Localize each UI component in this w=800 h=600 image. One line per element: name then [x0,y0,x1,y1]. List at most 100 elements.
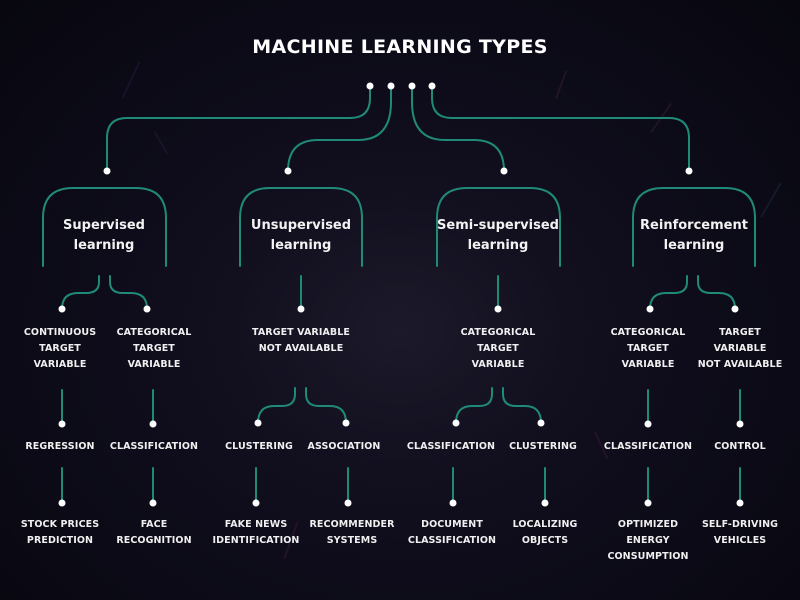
box-semi-supervised [436,187,561,267]
node-dot [685,167,693,175]
node-dot [731,305,739,313]
fork-unsupervised-left [257,387,296,424]
connector-root-semi [411,85,505,172]
node-dot [646,305,654,313]
example-face-recognition: FACE RECOGNITION [99,517,209,549]
box-reinforcement [632,187,756,267]
node-dot [494,305,502,313]
label-line: SELF-DRIVING [701,519,779,530]
task-reinf-classification: CLASSIFICATION [603,441,693,452]
node-dot [58,305,66,313]
task-classification: CLASSIFICATION [109,441,199,452]
diagram-title: MACHINE LEARNING TYPES [252,36,548,58]
label-line: ENERGY [626,535,670,546]
label-line: FACE [140,519,168,530]
node-dot [342,419,350,427]
connector-root-reinforcement [431,85,690,172]
node-dot [541,499,549,507]
label-line: NOT AVAILABLE [697,359,783,370]
label-line: OPTIMIZED [617,519,679,530]
node-dot [387,82,395,90]
label-line: TARGET [627,343,669,354]
example-document-classification: DOCUMENT CLASSIFICATION [397,517,507,549]
node-dot [58,420,66,428]
node-dot [297,305,305,313]
fork-reinforcement-left [649,275,688,310]
label-line: CLASSIFICATION [407,535,497,546]
label-reinf-categorical-target: CATEGORICAL TARGET VARIABLE [593,325,703,373]
connector-root-unsupervised [287,85,392,172]
label-line: VARIABLE [33,359,87,370]
label-line: VARIABLE [471,359,525,370]
label-line: SYSTEMS [326,535,378,546]
task-clustering: CLUSTERING [225,441,293,452]
label-continuous-target: CONTINUOUS TARGET VARIABLE [5,325,115,373]
node-dot [644,499,652,507]
task-semi-classification: CLASSIFICATION [406,441,496,452]
label-semi-categorical-target: CATEGORICAL TARGET VARIABLE [443,325,553,373]
label-line: Supervised [63,218,145,233]
example-localizing-objects: LOCALIZING OBJECTS [490,517,600,549]
category-semi-supervised: Semi-supervised learning [433,216,563,256]
category-supervised: Supervised learning [39,216,169,256]
label-line: DOCUMENT [421,519,483,530]
node-dot [149,420,157,428]
label-line: VARIABLE [127,359,181,370]
task-control: CONTROL [714,441,766,452]
label-line: FAKE NEWS [224,519,288,530]
label-line: NOT AVAILABLE [258,343,344,354]
label-line: learning [663,238,725,253]
label-line: TARGET [477,343,519,354]
box-supervised [42,187,167,267]
example-self-driving-vehicles: SELF-DRIVING VEHICLES [685,517,795,549]
label-line: OBJECTS [521,535,569,546]
label-line: CONSUMPTION [607,551,689,562]
connector-root-supervised [106,85,371,172]
example-optimized-energy-consumption: OPTIMIZED ENERGY CONSUMPTION [593,517,703,565]
category-unsupervised: Unsupervised learning [236,216,366,256]
label-line: CATEGORICAL [610,327,686,338]
box-unsupervised [239,187,363,267]
example-recommender-systems: RECOMMENDER SYSTEMS [297,517,407,549]
label-line: VARIABLE [713,343,767,354]
node-dot [149,499,157,507]
category-reinforcement: Reinforcement learning [629,216,759,256]
label-line: CONTINUOUS [23,327,97,338]
fork-reinforcement-right [697,275,736,310]
fork-supervised-right [109,275,148,310]
label-line: RECOMMENDER [309,519,395,530]
node-dot [366,82,374,90]
label-line: TARGET [719,327,761,338]
label-categorical-target: CATEGORICAL TARGET VARIABLE [99,325,209,373]
example-stock-prices-prediction: STOCK PRICES PREDICTION [5,517,115,549]
label-line: CATEGORICAL [460,327,536,338]
label-line: learning [270,238,332,253]
node-dot [344,499,352,507]
node-dot [449,499,457,507]
label-line: Unsupervised [250,218,352,233]
node-dot [452,419,460,427]
label-line: learning [467,238,529,253]
label-line: LOCALIZING [512,519,578,530]
label-line: Reinforcement [640,218,748,233]
node-dot [58,499,66,507]
label-line: PREDICTION [26,535,94,546]
label-line: RECOGNITION [116,535,192,546]
node-dot [254,419,262,427]
node-dot [736,420,744,428]
label-line: TARGET VARIABLE [251,327,351,338]
label-line: TARGET [133,343,175,354]
node-dot [736,499,744,507]
node-dot [252,499,260,507]
example-fake-news-identification: FAKE NEWS IDENTIFICATION [201,517,311,549]
label-target-not-available: TARGET VARIABLE NOT AVAILABLE [236,325,366,357]
label-line: TARGET [39,343,81,354]
fork-unsupervised-right [305,387,347,424]
label-line: Semi-supervised [437,218,559,233]
label-line: CATEGORICAL [116,327,192,338]
node-dot [284,167,292,175]
fork-semi-left [455,387,493,424]
label-line: VARIABLE [621,359,675,370]
label-line: IDENTIFICATION [212,535,300,546]
